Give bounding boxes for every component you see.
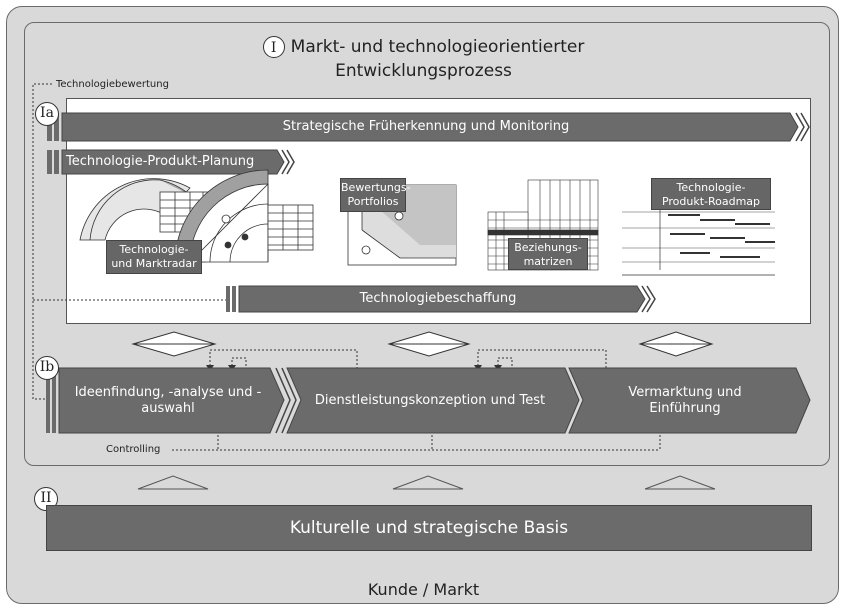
title-text-1: Markt- und technologieorientierter — [290, 37, 585, 57]
bar-technologiebeschaffung: Technologiebeschaffung — [359, 291, 517, 306]
marker-Ib: Ib — [35, 356, 59, 380]
label-beziehungsmatrizen: Beziehungs- matrizen — [508, 238, 588, 270]
label-controlling: Controlling — [106, 444, 161, 455]
label-bewertungs-portfolios: Bewertungs- Portfolios — [340, 178, 411, 212]
basis-bar: Kulturelle und strategische Basis — [46, 505, 812, 551]
step-vermarktung: Vermarktung und Einführung — [628, 385, 742, 416]
step-ideenfindung: Ideenfindung, -analyse und -auswahl — [74, 385, 262, 416]
label-technologie-marktradar: Technologie- und Marktradar — [106, 240, 202, 274]
footer-kunde-markt: Kunde / Markt — [367, 580, 480, 599]
label-technologiebewertung: Technologiebewertung — [56, 79, 169, 90]
bar-technologie-produkt-planung: Technologie-Produkt-Planung — [66, 154, 255, 169]
title-line-2: Entwicklungsprozess — [335, 61, 512, 81]
bar-strategische-frueherkennung: Strategische Früherkennung und Monitorin… — [282, 119, 570, 134]
label-technologie-produkt-roadmap: Technologie- Produkt-Roadmap — [651, 178, 771, 210]
marker-Ia: Ia — [35, 102, 59, 126]
step-dienstleistungskonzeption: Dienstleistungskonzeption und Test — [314, 393, 546, 408]
marker-I: I — [262, 36, 285, 58]
